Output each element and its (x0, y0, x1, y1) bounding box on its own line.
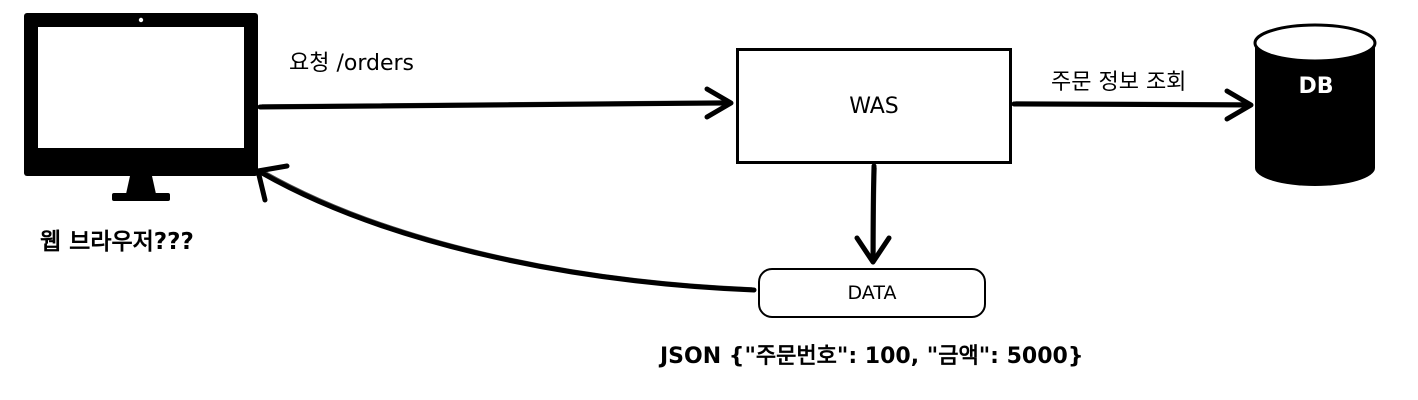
monitor-icon (24, 13, 258, 201)
data-label: DATA (847, 282, 897, 304)
was-label: WAS (849, 93, 899, 119)
database-icon (1253, 23, 1377, 186)
response-down-arrow (854, 163, 892, 265)
db-label: DB (1298, 74, 1334, 99)
web-browser-label: 웹 브라우저??? (40, 229, 194, 255)
request-arrow (257, 86, 734, 120)
json-payload-label: JSON {"주문번호": 100, "금액": 5000} (660, 344, 1084, 369)
response-return-arrow (255, 163, 757, 293)
was-node: WAS (736, 48, 1012, 164)
query-arrow (1011, 88, 1254, 122)
request-label: 요청 /orders (289, 51, 415, 76)
query-label: 주문 정보 조회 (1051, 70, 1187, 95)
data-node: DATA (758, 268, 986, 318)
